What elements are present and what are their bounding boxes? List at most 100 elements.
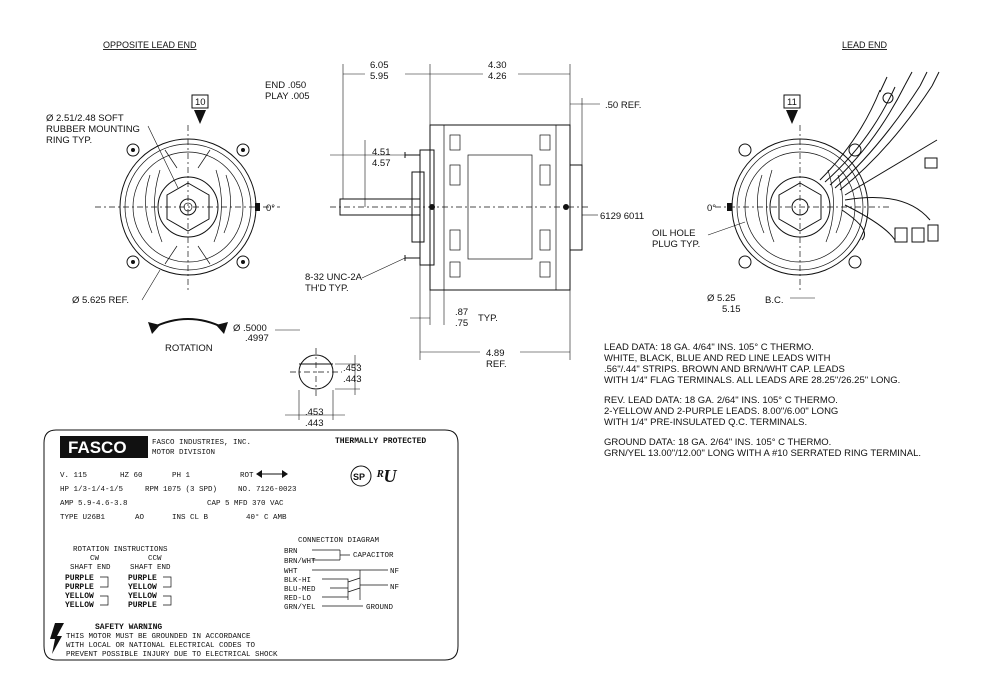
dim-489-1: 4.89	[486, 348, 505, 359]
nameplate: FASCO FASCO INDUSTRIES, INC. MOTOR DIVIS…	[43, 429, 459, 661]
dim-451-2: 4.57	[372, 158, 391, 169]
ground-data-1: GROUND DATA: 18 GA. 2/64" INS. 105° C TH…	[604, 437, 831, 448]
ul-mark-icon: ᴿU	[376, 466, 397, 486]
rating-rpm: RPM 1075 (3 SPD)	[145, 486, 217, 494]
rating-ao: AO	[135, 514, 145, 522]
rating-phase: PH 1	[172, 472, 191, 480]
capacitor-label: CAPACITOR	[353, 552, 394, 560]
fasco-logo: FASCO	[68, 438, 127, 457]
thread-label-1: 8-32 UNC-2A	[305, 272, 363, 283]
bolt-circle-2: 5.15	[722, 304, 741, 315]
lead-grn-yel: GRN/YEL	[284, 604, 316, 612]
ref-50-label: .50 REF.	[605, 100, 641, 111]
end-play-1: END .050	[265, 80, 306, 91]
shaft-dia-2: .4997	[245, 333, 269, 344]
lead-red-lo: RED-LO	[284, 595, 312, 603]
mounting-ring-label-1: Ø 2.51/2.48 SOFT	[46, 113, 124, 124]
rev-lead-data-3: WITH 1/4" PRE-INSULATED Q.C. TERMINALS.	[604, 417, 807, 428]
thermally-protected: THERMALLY PROTECTED	[335, 437, 426, 446]
nf-label-2: NF	[390, 584, 399, 592]
svg-text:SP: SP	[353, 472, 365, 482]
cw-lead-3: YELLOW	[65, 592, 94, 601]
dim-87-2: .75	[455, 318, 468, 329]
part-numbers: 6129 6011	[600, 211, 644, 222]
rev-lead-data-1: REV. LEAD DATA: 18 GA. 2/64" INS. 105° C…	[604, 395, 838, 406]
csa-mark-icon: SP	[350, 465, 372, 487]
lead-data-2: WHITE, BLACK, BLUE AND RED LINE LEADS WI…	[604, 353, 831, 364]
oil-hole-label-1: OIL HOLE	[652, 228, 695, 239]
lead-blk-hi: BLK-HI	[284, 577, 311, 585]
dim-top-right-1: 4.30	[488, 60, 507, 71]
opposite-end-view: 10 0° Ø 2.51/2.48 SOFT RUBBER MOUNTING R…	[46, 94, 280, 354]
rating-amp: AMP 5.9-4.6-3.8	[60, 500, 128, 508]
dim-489-2: REF.	[486, 359, 507, 370]
safety-line-3: PREVENT POSSIBLE INJURY DUE TO ELECTRICA…	[66, 651, 278, 659]
company-division: MOTOR DIVISION	[152, 449, 215, 457]
cw-lead-4: YELLOW	[65, 601, 94, 610]
ccw-lead-4: PURPLE	[128, 601, 157, 610]
notes: LEAD DATA: 18 GA. 4/64" INS. 105° C THER…	[604, 342, 921, 459]
ccw-lead-1: PURPLE	[128, 574, 157, 583]
nf-label-1: NF	[390, 568, 399, 576]
ccw-lead-3: YELLOW	[128, 592, 157, 601]
ground-label: GROUND	[366, 604, 394, 612]
rotation-cw: CW	[90, 555, 100, 563]
flat-dim-h-2: .443	[305, 418, 324, 429]
tag-10: 10	[195, 97, 206, 108]
rating-ins: INS CL B	[172, 514, 209, 522]
rotation-ccw: CCW	[148, 555, 162, 563]
rating-volts: V. 115	[60, 472, 88, 480]
bc-label: B.C.	[765, 295, 783, 306]
flat-dim-h-1: .453	[305, 407, 324, 418]
tag-11: 11	[787, 97, 797, 108]
typ-label: TYP.	[478, 313, 498, 324]
rating-no: NO. 7126-0023	[238, 486, 297, 494]
cw-lead-1: PURPLE	[65, 574, 94, 583]
rating-hp: HP 1/3-1/4-1/5	[60, 486, 124, 494]
dim-top-left-2: 5.95	[370, 71, 389, 82]
lead-wires	[819, 71, 940, 243]
shaft-end-left: SHAFT END	[70, 564, 111, 572]
svg-text:ᴿU: ᴿU	[376, 466, 397, 486]
header-lead-end: LEAD END	[842, 40, 888, 50]
angle-label-right: 0°	[707, 203, 716, 214]
diameter-ref-label: Ø 5.625 REF.	[72, 295, 129, 306]
safety-line-1: THIS MOTOR MUST BE GROUNDED IN ACCORDANC…	[66, 633, 251, 641]
safety-line-2: WITH LOCAL OR NATIONAL ELECTRICAL CODES …	[66, 642, 256, 650]
rating-temp: 40° C AMB	[246, 513, 287, 522]
dim-451-1: 4.51	[372, 147, 391, 158]
mounting-ring-label-2: RUBBER MOUNTING	[46, 124, 140, 135]
dim-top-left-1: 6.05	[370, 60, 389, 71]
lead-brn: BRN	[284, 548, 298, 556]
header-opposite-lead-end: OPPOSITE LEAD END	[103, 40, 197, 50]
lead-wht: WHT	[284, 568, 298, 576]
ccw-lead-2: YELLOW	[128, 583, 157, 592]
rotation-instructions-title: ROTATION INSTRUCTIONS	[73, 546, 168, 554]
cw-lead-2: PURPLE	[65, 583, 94, 592]
rating-rot: ROT	[240, 472, 254, 480]
lead-data-4: WITH 1/4" FLAG TERMINALS. ALL LEADS ARE …	[604, 375, 900, 386]
shaft-end-right: SHAFT END	[130, 564, 171, 572]
lead-data-1: LEAD DATA: 18 GA. 4/64" INS. 105° C THER…	[604, 342, 814, 353]
rotation-label: ROTATION	[165, 343, 213, 354]
flat-dim-v-2: .443	[343, 374, 362, 385]
ground-data-2: GRN/YEL 13.00"/12.00" LONG WITH A #10 SE…	[604, 448, 921, 459]
company-name: FASCO INDUSTRIES, INC.	[152, 439, 251, 447]
oil-hole-label-2: PLUG TYP.	[652, 239, 700, 250]
rating-hz: HZ 60	[120, 472, 143, 480]
rating-cap: CAP 5 MFD 370 VAC	[207, 500, 284, 508]
angle-label-left: 0°	[266, 203, 275, 214]
rating-type: TYPE U26B1	[60, 514, 106, 522]
thread-label-2: TH'D TYP.	[305, 283, 349, 294]
end-play-2: PLAY .005	[265, 91, 310, 102]
mounting-ring-label-3: RING TYP.	[46, 135, 92, 146]
dim-top-right-2: 4.26	[488, 71, 507, 82]
connection-diagram-title: CONNECTION DIAGRAM	[298, 537, 380, 545]
lead-blu-med: BLU-MED	[284, 586, 316, 594]
bolt-circle-1: Ø 5.25	[707, 293, 736, 304]
shaft-dia-1: Ø .5000	[233, 323, 267, 334]
flat-dim-v-1: .453	[343, 363, 362, 374]
side-view: END .050 PLAY .005 6.05 5.95 4.30 4.26 .…	[233, 60, 644, 429]
dim-87-1: .87	[455, 307, 468, 318]
